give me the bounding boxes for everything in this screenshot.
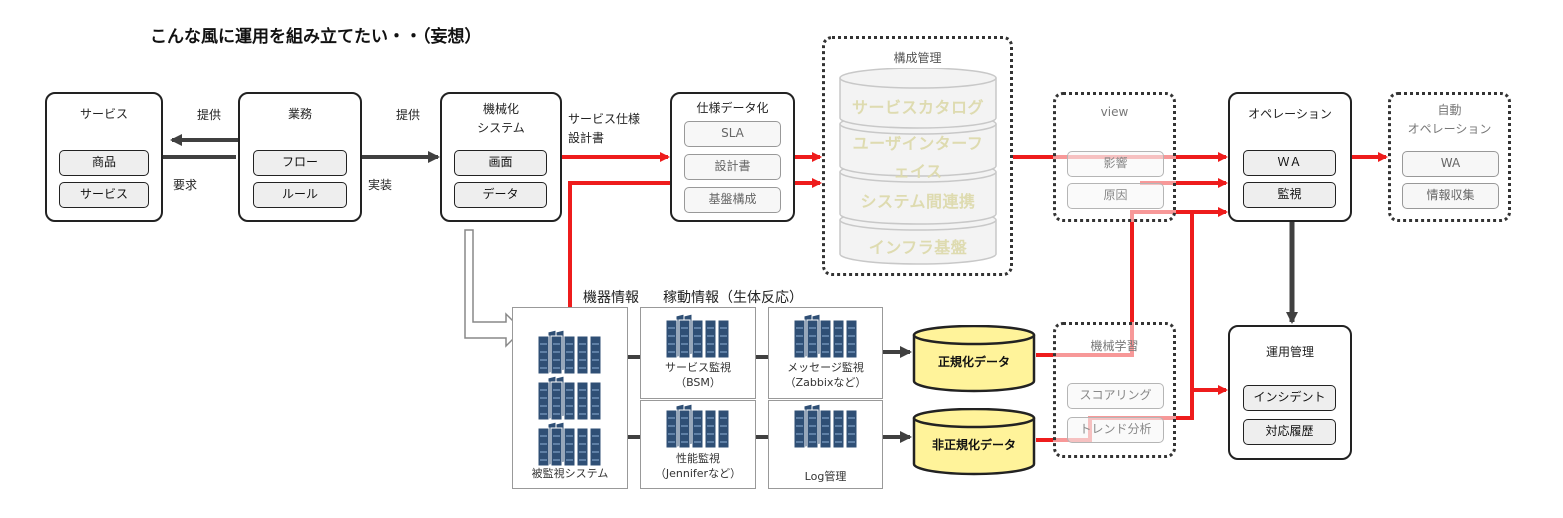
label-service-spec: サービス仕様 設計書	[568, 112, 641, 145]
spec-item-infra: 基盤構成	[684, 187, 781, 213]
page-heading: こんな風に運用を組み立てたい・・（妄想）	[150, 27, 482, 47]
log-management-label: Log管理	[804, 470, 847, 483]
auto-operation-title: 自動 オペレーション	[1407, 103, 1492, 136]
arrow-ops-to-incident	[1190, 212, 1228, 395]
label-operation-info: 稼動情報（生体反応）	[663, 290, 803, 306]
server-rack-icon	[793, 404, 858, 449]
server-rack-icon	[665, 314, 730, 359]
normalized-data-label: 正規化データ	[937, 355, 1010, 369]
business-title: 業務	[287, 107, 312, 121]
config-layers: サービスカタログ ユーザインターフェイス システム間連携 インフラ基盤	[838, 68, 998, 268]
server-rack-icon	[793, 314, 858, 359]
label-request: 要求	[173, 178, 198, 192]
spec-item-sla: SLA	[684, 121, 781, 147]
label-device-info: 機器情報	[583, 290, 639, 306]
machine-learning-box: 機械学習 スコアリング トレンド分析	[1053, 322, 1176, 458]
view-item-impact: 影響	[1067, 151, 1164, 177]
mechanization-item-screen: 画面	[454, 150, 547, 176]
config-layer-system-integration: システム間連携	[860, 192, 976, 211]
unnormalized-data-cylinder	[912, 408, 1036, 476]
unnormalized-data: 非正規化データ	[912, 436, 1036, 456]
business-item-rule: ルール	[253, 182, 347, 208]
operation-item-monitoring: 監視	[1243, 182, 1336, 208]
service-item-product: 商品	[59, 150, 149, 176]
ops-management-title: 運用管理	[1265, 345, 1314, 359]
label-provide-1: 提供	[197, 108, 222, 122]
normalized-data-cylinder	[912, 325, 1036, 393]
spec-data-title: 仕様データ化	[696, 101, 769, 115]
auto-operation-item-wa: WA	[1402, 151, 1499, 177]
label-implement: 実装	[368, 178, 393, 192]
auto-operation-box: 自動 オペレーション WA 情報収集	[1388, 92, 1511, 222]
ops-management-item-history: 対応履歴	[1243, 419, 1336, 445]
performance-monitoring-label: 性能監視 （Jenniferなど）	[654, 452, 742, 480]
config-cylinder-stack	[839, 68, 997, 265]
operation-box: オペレーション ＷＡ 監視	[1228, 92, 1352, 222]
label-provide-2: 提供	[396, 108, 421, 122]
operation-title: オペレーション	[1248, 107, 1332, 121]
ops-management-box: 運用管理 インシデント 対応履歴	[1228, 325, 1352, 460]
normalized-data: 正規化データ	[912, 353, 1036, 373]
config-mgmt-title: 構成管理	[893, 51, 942, 65]
view-item-cause: 原因	[1067, 183, 1164, 209]
mechanization-box: 機械化 システム 画面 データ	[440, 92, 562, 222]
mechanization-item-data: データ	[454, 182, 547, 208]
business-box: 業務 フロー ルール	[238, 92, 362, 222]
service-item-service: サービス	[59, 182, 149, 208]
operation-item-wa: ＷＡ	[1243, 150, 1336, 176]
mechanization-title: 機械化 システム	[477, 102, 525, 135]
service-box: サービス 商品 サービス	[45, 92, 163, 222]
server-rack-icon	[537, 330, 602, 375]
business-item-flow: フロー	[253, 150, 347, 176]
server-rack-icon	[665, 404, 730, 449]
spec-data-box: 仕様データ化 SLA 設計書 基盤構成	[670, 92, 795, 222]
ops-management-item-incident: インシデント	[1243, 385, 1336, 411]
spec-item-design-doc: 設計書	[684, 154, 781, 180]
message-monitoring-label: メッセージ監視 （Zabbixなど）	[784, 361, 867, 389]
unnormalized-data-label: 非正規化データ	[931, 438, 1016, 452]
view-box: view 影響 原因	[1053, 92, 1176, 222]
view-title: view	[1100, 105, 1129, 119]
machine-learning-title: 機械学習	[1090, 339, 1139, 353]
config-layer-infra: インフラ基盤	[868, 238, 968, 257]
server-rack-icon	[537, 376, 602, 421]
config-layer-service-catalog: サービスカタログ	[851, 98, 984, 117]
server-rack-icon	[537, 422, 602, 467]
auto-operation-item-info-collect: 情報収集	[1402, 183, 1499, 209]
service-monitoring-label: サービス監視 （BSM）	[665, 361, 731, 389]
ml-item-trend: トレンド分析	[1067, 417, 1164, 443]
ml-item-scoring: スコアリング	[1067, 383, 1164, 409]
service-title: サービス	[79, 107, 128, 121]
monitored-system-label: 被監視システム	[531, 467, 609, 480]
config-layer-user-interface: ユーザインターフェイス	[852, 134, 984, 181]
